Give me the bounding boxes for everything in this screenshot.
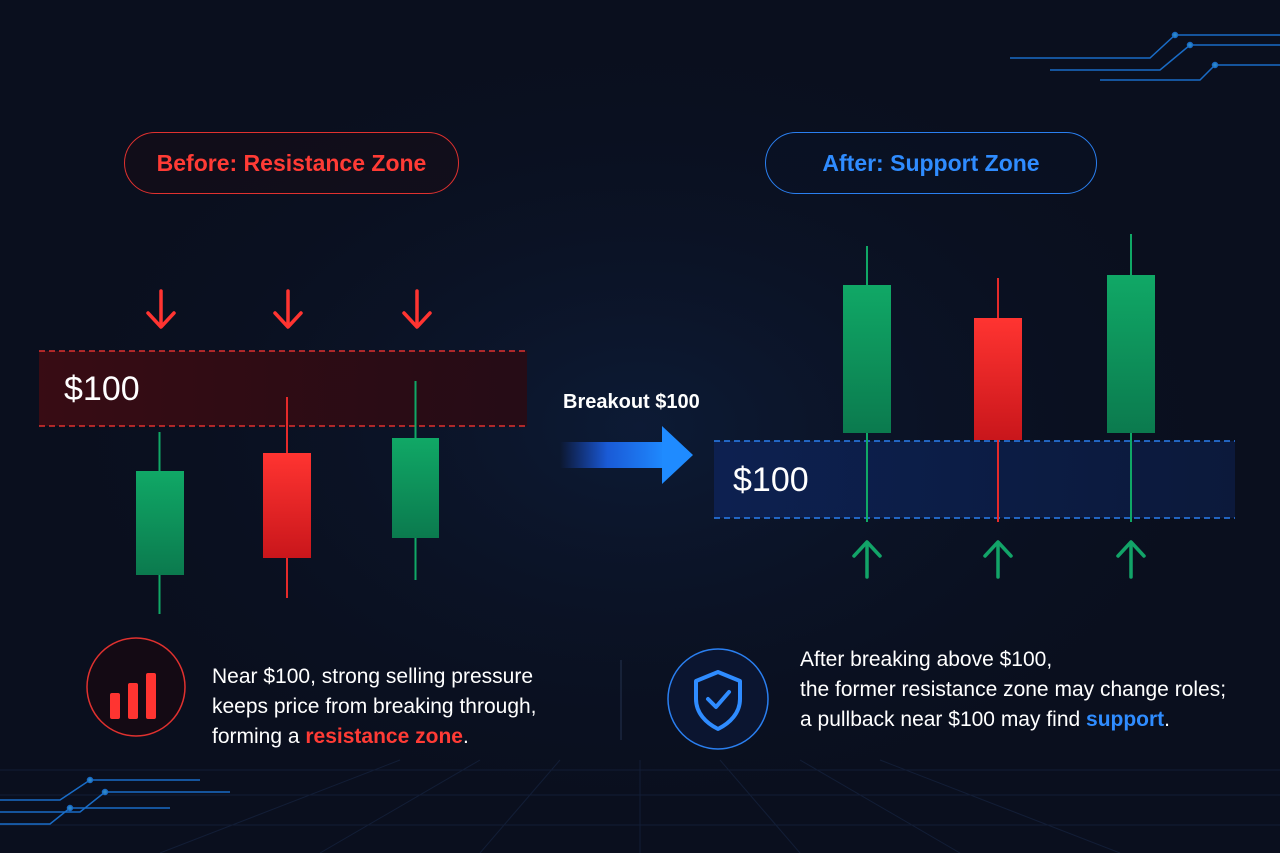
resistance-zone-highlight: resistance zone [305,725,463,748]
before-description-line-3-suffix: . [462,725,469,748]
up-arrow-icon [983,540,1013,579]
before-description: Near $100, strong selling pressure keeps… [212,662,537,752]
shield-check-icon [667,648,769,750]
after-description-line-3: a pullback near $100 may find support. [800,705,1226,735]
candlestick-bearish [974,278,1022,522]
after-description-line-2: the former resistance zone may change ro… [800,678,1227,701]
after-title-badge: After: Support Zone [765,132,1097,194]
candlestick-bullish [843,246,891,522]
support-zone [714,441,1235,518]
after-description: After breaking above $100, the former re… [800,645,1226,735]
up-arrow-icon [852,540,882,579]
candlestick-bullish [1107,234,1155,522]
down-arrow-icon [146,289,176,329]
before-title: Before: Resistance Zone [156,149,427,176]
after-title: After: Support Zone [822,149,1040,176]
after-description-line-3-suffix: . [1164,708,1171,731]
up-arrow-icon [1116,540,1146,579]
candlestick-bullish [136,432,184,614]
before-description-line-1: Near $100, strong selling pressure [212,665,534,688]
before-title-badge: Before: Resistance Zone [124,132,459,194]
support-highlight: support [1086,708,1165,731]
resistance-zone [39,351,527,426]
after-description-line-1: After breaking above $100, [800,648,1053,671]
breakout-arrow-icon [560,426,693,484]
down-arrow-icon [402,289,432,329]
circuit-decoration-bottom-left [0,776,230,825]
before-description-line-3: forming a resistance zone. [212,722,537,752]
before-description-line-2: keeps price from breaking through, [212,695,537,718]
candlestick-bearish [263,397,311,598]
breakout-label: Breakout $100 [563,391,700,413]
resistance-zone-price-label: $100 [64,370,140,408]
circuit-decoration-top-right [1010,31,1280,81]
floor-grid [0,759,1280,853]
down-arrow-icon [273,289,303,329]
after-description-line-3-prefix: a pullback near $100 may find [800,708,1087,731]
candlestick-bullish [392,381,439,580]
before-description-line-3-prefix: forming a [212,725,306,748]
bar-chart-icon [86,637,186,737]
support-zone-price-label: $100 [733,461,809,499]
